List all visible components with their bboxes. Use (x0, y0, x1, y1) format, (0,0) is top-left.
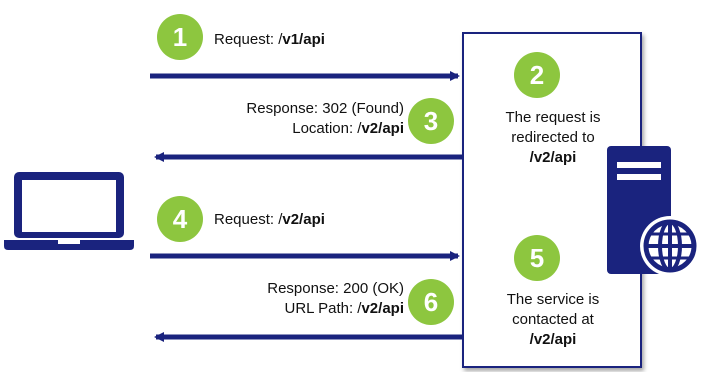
request-2-label: Request: /v2/api (214, 210, 325, 230)
service-note: The service is contacted at /v2/api (466, 290, 640, 350)
server-icon (607, 146, 700, 276)
request-1-label: Request: /v1/api (214, 30, 325, 50)
request-1-prefix: Request: / (214, 31, 283, 48)
response-2-status: Response: 200 (OK) (267, 280, 404, 297)
response-1-label: Response: 302 (Found) Location: /v2/api (246, 99, 404, 139)
service-note-line-3: /v2/api (466, 330, 640, 350)
redirect-note-path: v2/api (533, 149, 577, 166)
response-2-label: Response: 200 (OK) URL Path: /v2/api (267, 279, 404, 319)
redirect-note-line-2: redirected to (511, 129, 595, 146)
step-3-badge: 3 (408, 98, 454, 144)
step-1-badge: 1 (157, 14, 203, 60)
response-1-location: Location: /v2/api (246, 119, 404, 139)
redirect-note-line-3: /v2/api (466, 148, 640, 168)
step-5-badge: 5 (514, 235, 560, 281)
service-note-path: v2/api (533, 331, 577, 348)
request-2-path: v2/api (282, 211, 325, 228)
response-2-url-prefix: URL Path: / (284, 300, 362, 317)
response-1-location-path: v2/api (361, 120, 404, 137)
redirect-note-line-1: The request is (505, 109, 601, 126)
request-2-prefix: Request: / (214, 211, 283, 228)
service-note-prefix: / (529, 331, 534, 348)
step-4-badge: 4 (157, 196, 203, 242)
redirect-note: The request is redirected to /v2/api (466, 108, 640, 168)
laptop-icon (4, 172, 134, 250)
service-note-line-1: The service is (506, 291, 600, 308)
response-2-url-path-value: v2/api (361, 300, 404, 317)
service-note-line-2: contacted at (512, 311, 594, 328)
step-2-badge: 2 (514, 52, 560, 98)
globe-icon (640, 216, 700, 276)
response-2-url-path: URL Path: /v2/api (267, 299, 404, 319)
redirect-note-prefix: / (529, 149, 534, 166)
response-1-status: Response: 302 (Found) (246, 100, 404, 117)
response-1-location-prefix: Location: / (292, 120, 362, 137)
step-6-badge: 6 (408, 279, 454, 325)
request-1-path: v1/api (282, 31, 325, 48)
